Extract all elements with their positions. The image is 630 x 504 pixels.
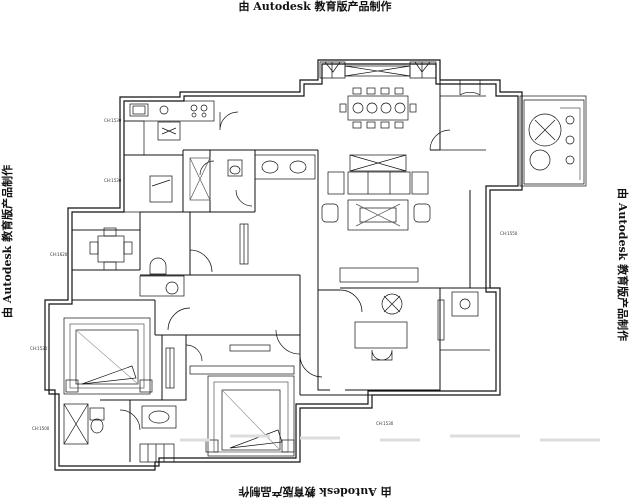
svg-text:CH:1500: CH:1500 <box>32 426 50 431</box>
balcony <box>519 95 587 187</box>
svg-text:CH:1550: CH:1550 <box>500 231 518 236</box>
windows <box>165 223 445 389</box>
door-swings <box>119 80 481 431</box>
svg-text:CH:1620: CH:1620 <box>50 252 68 257</box>
interior-walls <box>72 80 490 462</box>
svg-text:CH:1530: CH:1530 <box>30 346 48 351</box>
study-room: CH:1620 <box>50 211 185 297</box>
dining-area <box>319 61 486 151</box>
faint-watermark-strip <box>180 434 600 442</box>
svg-text:CH:1530: CH:1530 <box>104 118 122 123</box>
watermark-top: 由 Autodesk 教育版产品制作 <box>238 0 392 13</box>
bedroom-left: CH:1530 <box>30 317 153 395</box>
svg-text:CH:1530: CH:1530 <box>104 178 122 183</box>
kitchen: CH:1530 CH:1530 <box>104 100 215 203</box>
bathroom-top <box>189 154 316 201</box>
study-right <box>339 267 490 361</box>
bedroom-middle: CH:1530 <box>189 365 394 457</box>
bathroom-bottom: CH:1500 <box>32 403 177 463</box>
svg-text:CH:1530: CH:1530 <box>376 421 394 426</box>
living-room: CH:1550 <box>321 154 518 236</box>
